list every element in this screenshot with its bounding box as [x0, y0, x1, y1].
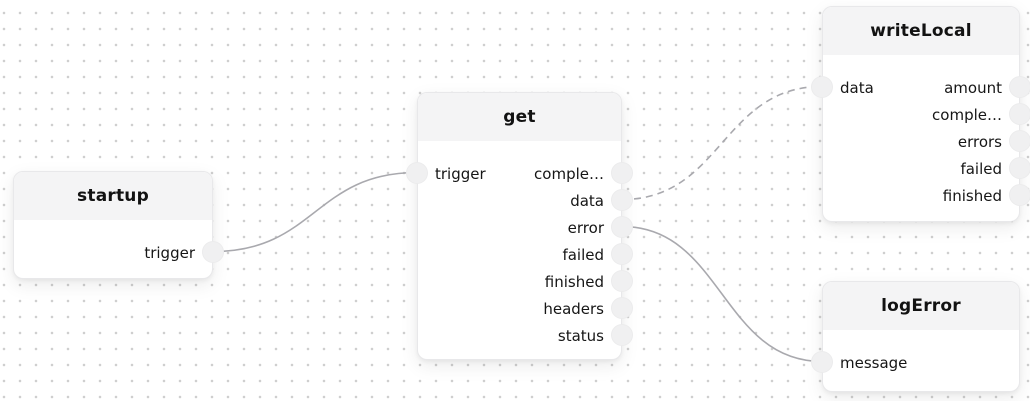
node-header-logError[interactable]: logError: [823, 282, 1019, 330]
node-startup[interactable]: startup trigger: [13, 171, 224, 279]
port-row: comple…: [823, 101, 1019, 128]
port-row: data: [418, 187, 621, 214]
port-row: finished: [418, 268, 621, 295]
node-header-startup[interactable]: startup: [14, 172, 212, 220]
port-output-get-error[interactable]: [611, 215, 633, 238]
port-row: finished: [823, 182, 1019, 209]
port-row: trigger comple…: [418, 160, 621, 187]
node-title: startup: [77, 186, 149, 206]
port-output-get-failed[interactable]: [611, 242, 633, 265]
port-output-writeLocal-comple…[interactable]: [1009, 102, 1030, 125]
node-title: get: [503, 107, 536, 127]
output-label-error: error: [567, 218, 604, 237]
wire-startup-trigger-to-get-trigger[interactable]: [212, 171, 418, 253]
node-title: logError: [881, 296, 961, 316]
port-row: headers: [418, 295, 621, 322]
output-label-amount: amount: [944, 78, 1002, 97]
wire-get-data-to-writeLocal-data[interactable]: [621, 85, 823, 201]
port-output-get-data[interactable]: [611, 188, 633, 211]
output-label-headers: headers: [543, 299, 604, 318]
port-input-logError-message[interactable]: [811, 350, 833, 373]
port-row: errors: [823, 128, 1019, 155]
port-row: trigger: [14, 239, 212, 266]
port-row: failed: [823, 155, 1019, 182]
port-row: message: [823, 349, 1019, 376]
port-row: error: [418, 214, 621, 241]
port-output-writeLocal-finished[interactable]: [1009, 183, 1030, 206]
node-body: trigger comple… data error failed finished hea…: [418, 141, 621, 349]
output-label-finished: finished: [544, 272, 604, 291]
wire-get-error-to-logError-message[interactable]: [621, 225, 823, 363]
node-logError[interactable]: logError message: [811, 281, 1020, 392]
node-writeLocal[interactable]: writeLocal data amount comple… errors failed f…: [811, 6, 1030, 222]
node-header-writeLocal[interactable]: writeLocal: [823, 7, 1019, 55]
port-row: status: [418, 322, 621, 349]
port-output-writeLocal-amount[interactable]: [1009, 75, 1030, 98]
input-label-message: message: [840, 353, 908, 372]
port-row: data amount: [823, 74, 1019, 101]
input-label-data: data: [840, 78, 874, 97]
output-label-comple…: comple…: [932, 105, 1002, 124]
port-row: failed: [418, 241, 621, 268]
node-header-get[interactable]: get: [418, 93, 621, 141]
output-label-comple…: comple…: [534, 164, 604, 183]
port-output-writeLocal-failed[interactable]: [1009, 156, 1030, 179]
port-input-get-trigger[interactable]: [406, 161, 428, 184]
port-output-get-headers[interactable]: [611, 296, 633, 319]
output-label-failed: failed: [960, 159, 1002, 178]
output-label-failed: failed: [562, 245, 604, 264]
node-title: writeLocal: [870, 21, 972, 41]
port-input-writeLocal-data[interactable]: [811, 75, 833, 98]
output-label-trigger: trigger: [144, 243, 195, 262]
port-output-get-status[interactable]: [611, 323, 633, 346]
port-output-startup-trigger[interactable]: [202, 240, 224, 263]
port-output-get-finished[interactable]: [611, 269, 633, 292]
node-body: data amount comple… errors failed finished: [823, 55, 1019, 209]
node-body: trigger: [14, 220, 212, 266]
output-label-status: status: [557, 326, 604, 345]
output-label-errors: errors: [957, 132, 1002, 151]
node-get[interactable]: get trigger comple… data error failed finished…: [406, 92, 633, 360]
node-body: message: [823, 330, 1019, 376]
port-output-writeLocal-errors[interactable]: [1009, 129, 1030, 152]
output-label-data: data: [570, 191, 604, 210]
output-label-finished: finished: [942, 186, 1002, 205]
port-output-get-comple…[interactable]: [611, 161, 633, 184]
input-label-trigger: trigger: [435, 164, 486, 183]
